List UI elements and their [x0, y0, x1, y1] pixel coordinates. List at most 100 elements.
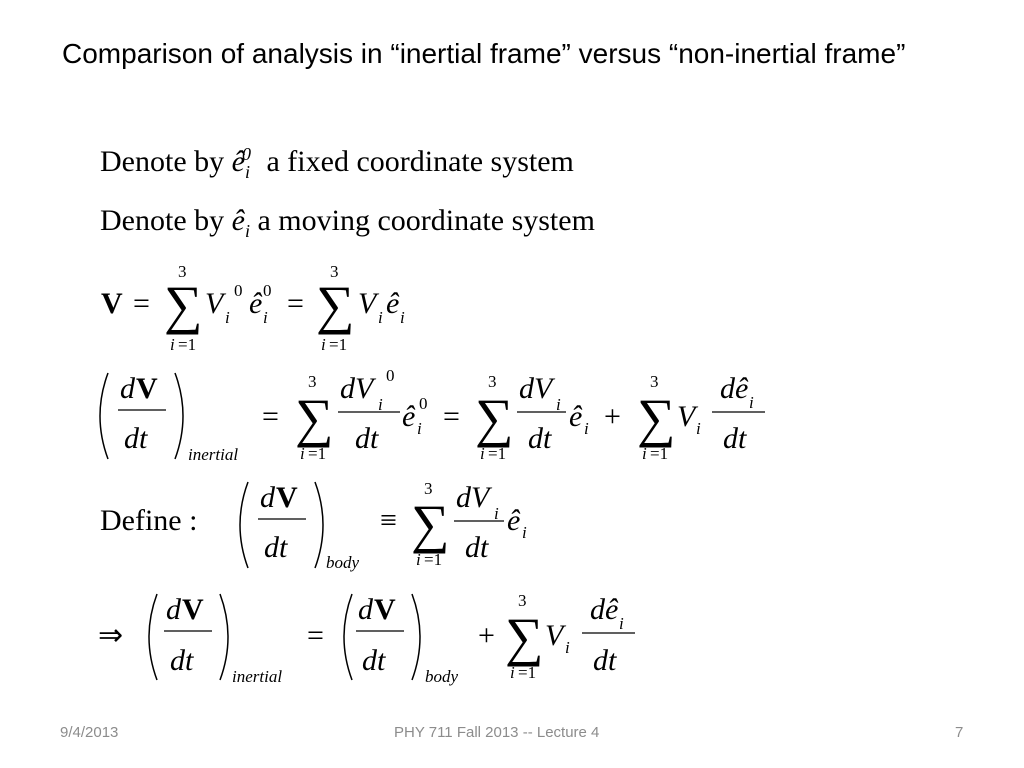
svg-text:dê: dê: [720, 372, 749, 405]
svg-text:=1: =1: [488, 444, 506, 463]
svg-text:0: 0: [386, 366, 395, 385]
svg-text:d: d: [358, 593, 374, 626]
moving-frame-line: Denote by êi a moving coordinate system: [100, 204, 595, 242]
slide-title: Comparison of analysis in “inertial fram…: [62, 38, 906, 69]
svg-text:i: i: [300, 444, 305, 463]
svg-text:≡: ≡: [380, 504, 397, 537]
svg-text:3: 3: [308, 372, 317, 391]
fixed-frame-prefix: Denote by: [100, 145, 225, 178]
moving-frame-symbol: êi: [231, 204, 250, 241]
svg-text:i: i: [696, 419, 701, 438]
svg-text:0: 0: [234, 281, 243, 300]
svg-text:+: +: [478, 619, 495, 652]
svg-text:dt: dt: [355, 422, 379, 455]
svg-text:∑: ∑: [505, 607, 544, 667]
svg-text:dt: dt: [362, 644, 386, 677]
svg-text:dê: dê: [590, 593, 619, 626]
svg-text:i: i: [642, 444, 647, 463]
svg-text:dt: dt: [465, 531, 489, 564]
svg-text:i: i: [378, 395, 383, 414]
svg-text:=: =: [443, 400, 460, 433]
svg-text:∑: ∑: [637, 388, 676, 448]
svg-text:3: 3: [330, 262, 339, 281]
fixed-frame-suffix: a fixed coordinate system: [266, 145, 574, 178]
svg-text:body: body: [425, 667, 459, 686]
svg-text:i: i: [584, 419, 589, 438]
velocity-expansion-equation: V = 3 ∑ i=1 V i 0 ê i 0 = 3 ∑ i=1 V i ê …: [101, 262, 405, 354]
define-label: Define :: [100, 504, 197, 537]
svg-text:inertial: inertial: [232, 667, 282, 686]
svg-text:ê: ê: [249, 287, 263, 320]
svg-text:=: =: [262, 400, 279, 433]
svg-text:i: i: [170, 335, 175, 354]
fixed-frame-line: Denote by êi0 a fixed coordinate system: [100, 144, 574, 183]
svg-text:i: i: [225, 308, 230, 327]
svg-text:=: =: [287, 287, 304, 320]
svg-text:V: V: [545, 619, 567, 652]
svg-text:i: i: [494, 504, 499, 523]
svg-text:inertial: inertial: [188, 445, 238, 464]
svg-text:∑: ∑: [164, 275, 203, 335]
svg-text:i: i: [321, 335, 326, 354]
svg-text:ê: ê: [386, 287, 400, 320]
svg-text:0: 0: [263, 281, 272, 300]
svg-text:3: 3: [424, 479, 433, 498]
svg-text:V: V: [276, 481, 298, 514]
svg-text:dV: dV: [340, 372, 377, 405]
svg-text:i: i: [565, 638, 570, 657]
svg-text:i: i: [510, 663, 515, 682]
svg-text:dV: dV: [519, 372, 556, 405]
svg-text:i: i: [480, 444, 485, 463]
svg-text:V: V: [358, 287, 380, 320]
svg-text:∑: ∑: [411, 494, 450, 554]
svg-text:=1: =1: [178, 335, 196, 354]
svg-text:dt: dt: [124, 422, 148, 455]
footer-page-number: 7: [955, 724, 964, 741]
footer-date: 9/4/2013: [60, 724, 119, 741]
footer-course: PHY 711 Fall 2013 -- Lecture 4: [394, 724, 600, 741]
svg-text:dt: dt: [593, 644, 617, 677]
svg-text:V: V: [182, 593, 204, 626]
svg-text:i: i: [416, 550, 421, 569]
svg-text:d: d: [260, 481, 276, 514]
svg-text:V: V: [101, 287, 123, 320]
svg-text:⇒: ⇒: [98, 619, 123, 652]
svg-text:ê: ê: [569, 400, 583, 433]
svg-text:i: i: [749, 393, 754, 412]
moving-frame-suffix: a moving coordinate system: [257, 204, 595, 237]
svg-text:=: =: [307, 619, 324, 652]
svg-text:=: =: [133, 287, 150, 320]
svg-text:ê: ê: [507, 504, 521, 537]
svg-text:dt: dt: [264, 531, 288, 564]
svg-text:V: V: [677, 400, 699, 433]
svg-text:i: i: [522, 523, 527, 542]
svg-text:∑: ∑: [295, 388, 334, 448]
svg-text:dt: dt: [170, 644, 194, 677]
svg-text:3: 3: [518, 591, 527, 610]
svg-text:i: i: [417, 419, 422, 438]
svg-text:i: i: [619, 614, 624, 633]
svg-text:=1: =1: [518, 663, 536, 682]
svg-text:body: body: [326, 553, 360, 572]
svg-text:∑: ∑: [475, 388, 514, 448]
fixed-frame-symbol: êi0: [231, 144, 251, 182]
svg-text:dt: dt: [528, 422, 552, 455]
svg-text:=1: =1: [650, 444, 668, 463]
svg-text:i: i: [400, 308, 405, 327]
svg-text:V: V: [374, 593, 396, 626]
svg-text:∑: ∑: [316, 275, 355, 335]
svg-text:V: V: [136, 372, 158, 405]
svg-text:i: i: [556, 395, 561, 414]
svg-text:i: i: [378, 308, 383, 327]
moving-frame-prefix: Denote by: [100, 204, 225, 237]
svg-text:dt: dt: [723, 422, 747, 455]
svg-text:3: 3: [488, 372, 497, 391]
svg-text:dV: dV: [456, 481, 493, 514]
svg-text:=1: =1: [329, 335, 347, 354]
svg-text:+: +: [604, 400, 621, 433]
svg-text:3: 3: [178, 262, 187, 281]
